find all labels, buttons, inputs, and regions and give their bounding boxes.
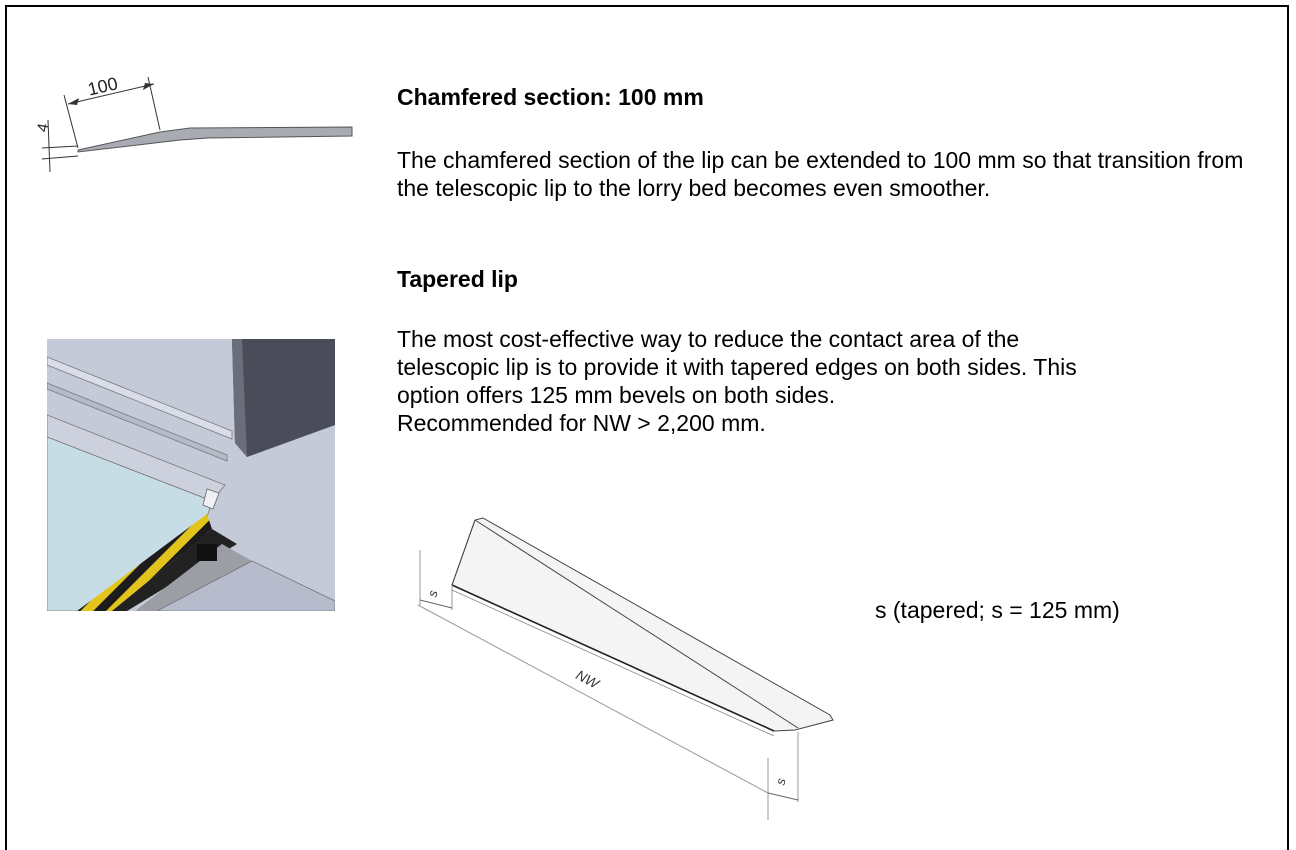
chamfered-lip-figure: 100 4 (34, 73, 353, 173)
tapered-line-3: option offers 125 mm bevels on both side… (397, 382, 836, 408)
dock-leveller-render (47, 339, 335, 611)
dim-length-label: 100 (86, 73, 120, 99)
s-label-left: s (424, 588, 440, 599)
tapered-caption: s (tapered; s = 125 mm) (875, 597, 1120, 623)
tapered-heading: Tapered lip (397, 266, 518, 292)
dim-height-label: 4 (34, 122, 52, 133)
tapered-line-1: The most cost-effective way to reduce th… (397, 326, 1020, 352)
tapered-line-4: Recommended for NW > 2,200 mm. (397, 410, 766, 436)
nw-label: NW (573, 666, 603, 692)
tapered-paragraph: The most cost-effective way to reduce th… (397, 325, 1287, 437)
tapered-lip-drawing: s NW s (417, 517, 834, 820)
chamfered-heading: Chamfered section: 100 mm (397, 84, 704, 110)
chamfered-paragraph: The chamfered section of the lip can be … (397, 147, 1244, 201)
s-label-right: s (772, 776, 788, 787)
tapered-line-2: telescopic lip is to provide it with tap… (397, 354, 1077, 380)
page-frame (5, 5, 1289, 850)
